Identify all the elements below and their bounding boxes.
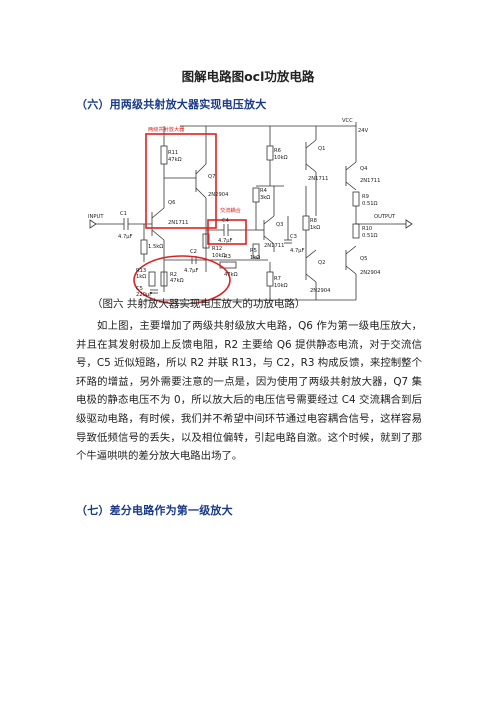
label-r11: R11 xyxy=(168,150,178,156)
label-c1: C1 xyxy=(120,211,127,217)
label-r7v: 10kΩ xyxy=(274,283,288,289)
label-c3v: 4.7μF xyxy=(290,248,305,254)
label-r6: R6 xyxy=(274,148,281,154)
label-q5t: 2N2904 xyxy=(360,270,381,276)
label-r12: R12 xyxy=(212,246,222,252)
label-q6t: 2N1711 xyxy=(168,220,188,226)
label-24v: 24V xyxy=(358,128,369,134)
label-r10: R10 xyxy=(362,226,372,232)
label-r3v: 47kΩ xyxy=(224,272,238,278)
red-ellipse-feedback xyxy=(133,255,231,304)
label-c3: C3 xyxy=(290,234,297,240)
label-vcc: VCC xyxy=(342,118,353,124)
label-q4: Q4 xyxy=(360,166,368,172)
label-r6v: 10kΩ xyxy=(274,155,288,161)
label-q6: Q6 xyxy=(168,200,175,206)
label-q2t: 2N2904 xyxy=(310,288,331,294)
label-q7t: 2N2904 xyxy=(208,192,229,198)
label-r13v: 1kΩ xyxy=(136,274,146,280)
label-r3: R3 xyxy=(224,254,231,260)
label-c4: C4 xyxy=(222,218,230,224)
label-r9: R9 xyxy=(362,194,369,200)
label-r13: R13 xyxy=(136,268,146,274)
label-r4v: 3kΩ xyxy=(260,195,270,201)
label-r1v: 1.5kΩ xyxy=(148,244,163,250)
circuit-diagram: VCC 24V 两级共射放大器 交流耦合 INPUT OUTPUT C1 4.7… xyxy=(84,112,414,304)
figure-caption: （图六 共射放大器实现电压放大的功放电路） xyxy=(92,298,306,310)
label-r10v: 0.51Ω xyxy=(362,233,378,239)
section-7-heading: （七）差分电路作为第一级放大 xyxy=(76,504,233,517)
label-output: OUTPUT xyxy=(374,214,396,220)
label-q1: Q1 xyxy=(318,146,325,152)
paragraph: 如上图，主要增加了两级共射级放大电路，Q6 作为第一级电压放大，并且在其发射极加… xyxy=(76,320,422,463)
label-q7: Q7 xyxy=(208,174,215,180)
label-r8: R8 xyxy=(310,218,317,224)
red-box-two-stage-amplifier xyxy=(145,133,217,229)
label-ac-coupling: 交流耦合 xyxy=(220,206,242,214)
label-r2: R2 xyxy=(170,272,177,278)
label-r4: R4 xyxy=(260,188,268,194)
red-box-ac-coupling xyxy=(207,219,247,245)
label-r2v: 47kΩ xyxy=(170,278,184,284)
label-c5v: 220μF xyxy=(136,292,152,298)
label-q4t: 2N1711 xyxy=(360,178,380,184)
label-two-stage: 两级共射放大器 xyxy=(148,125,185,133)
label-input: INPUT xyxy=(88,214,104,220)
section-6-heading: （六）用两级共射放大器实现电压放大 xyxy=(76,98,267,111)
label-r9v: 0.51Ω xyxy=(362,201,378,207)
label-c4v: 4.7μF xyxy=(218,238,233,244)
label-r5v: 1kΩ xyxy=(250,255,260,261)
label-c1v: 4.7μF xyxy=(118,234,133,240)
label-q3t: 2N1711 xyxy=(264,243,284,249)
label-q1t: 2N1711 xyxy=(308,176,328,182)
label-q3: Q3 xyxy=(276,222,283,228)
label-c5: C5 xyxy=(136,286,143,292)
label-r12v: 10kΩ xyxy=(212,253,226,259)
label-r5: R5 xyxy=(250,248,257,254)
label-q2: Q2 xyxy=(318,260,325,266)
label-c2: C2 xyxy=(190,249,197,255)
circuit-svg: VCC 24V 两级共射放大器 交流耦合 INPUT OUTPUT C1 4.7… xyxy=(88,118,413,304)
page-title: 图解电路图ocl功放电路 xyxy=(181,69,315,84)
label-r11v: 47kΩ xyxy=(168,157,182,163)
label-r8v: 1kΩ xyxy=(310,225,320,231)
label-q5: Q5 xyxy=(360,256,367,262)
label-r7: R7 xyxy=(274,276,281,282)
label-c2v: 4.7μF xyxy=(184,268,199,274)
body-text: 如上图，主要增加了两级共射级放大电路，Q6 作为第一级电压放大，并且在其发射极加… xyxy=(76,317,422,466)
